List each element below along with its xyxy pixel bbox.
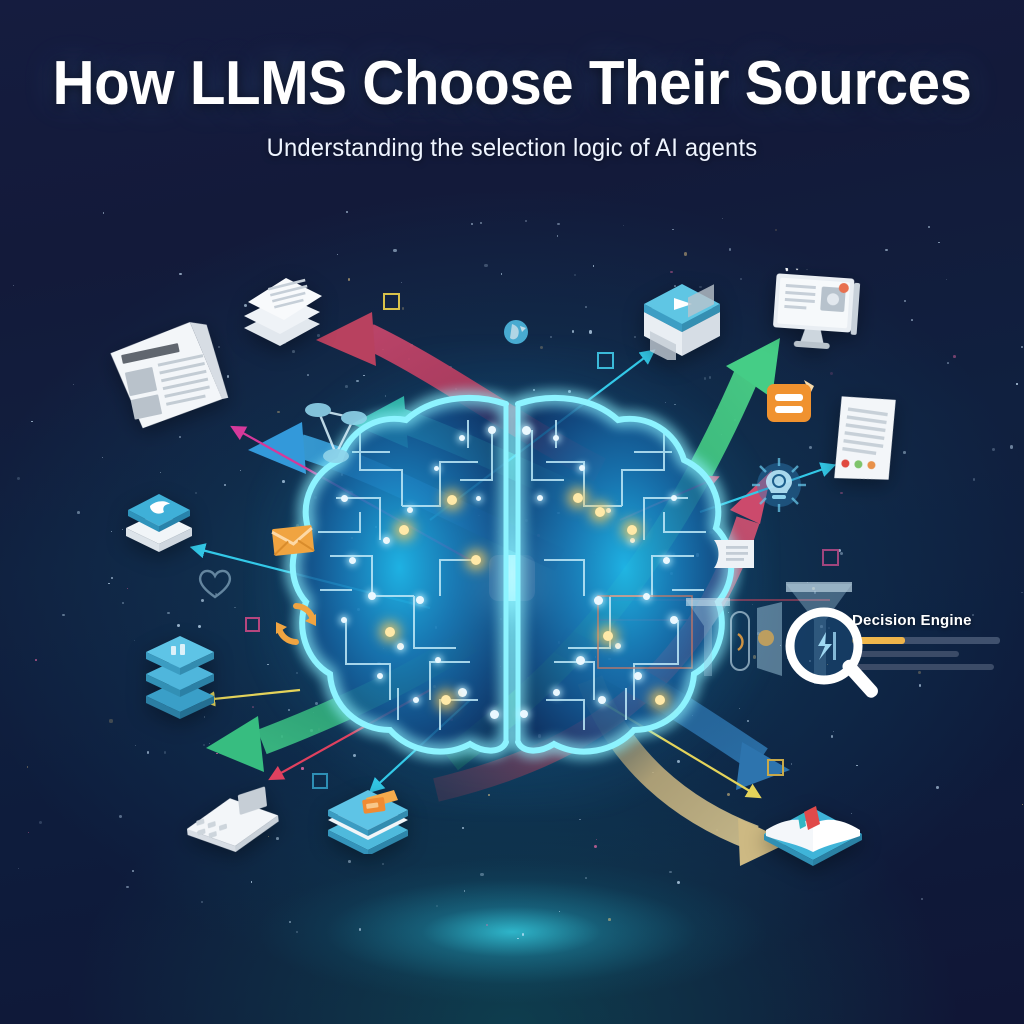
sq-teal (312, 773, 328, 789)
poster-header: How LLMS Choose Their Sources Understand… (0, 52, 1024, 163)
sq-pink (245, 617, 260, 632)
sq-gold (767, 759, 784, 776)
sq-cyan (597, 352, 614, 369)
sq-violet (822, 549, 839, 566)
page-subtitle: Understanding the selection logic of AI … (26, 134, 999, 163)
page-title: How LLMS Choose Their Sources (31, 52, 994, 116)
sq-yellow (383, 293, 400, 310)
